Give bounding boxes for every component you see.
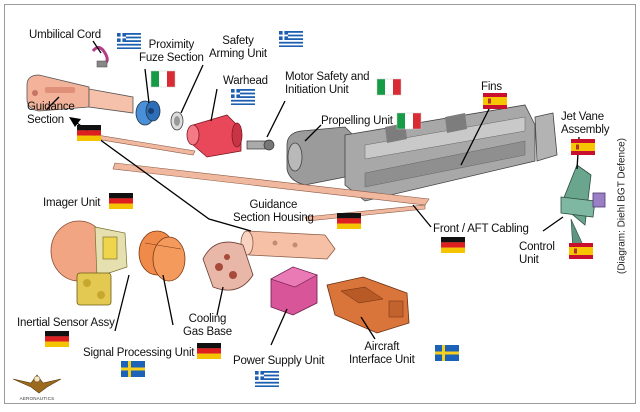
- flag-germany-signal: [197, 343, 221, 359]
- signal-processing-part: [138, 230, 186, 282]
- pointer-lines: [46, 40, 580, 346]
- fins-body-part: [344, 104, 558, 202]
- aircraft-interface-part: [326, 276, 410, 334]
- imager-part: [50, 220, 128, 282]
- label-cooling-gas: Cooling Gas Base: [183, 313, 232, 338]
- guidance-section-part: [26, 74, 134, 114]
- flag-italy-motor: [376, 78, 402, 96]
- label-imager-unit: Imager Unit: [43, 197, 101, 209]
- label-propelling-unit: Propelling Unit: [321, 115, 393, 127]
- eagle-logo-icon: [12, 374, 62, 394]
- flag-spain-control: [569, 243, 593, 259]
- label-cabling: Front / AFT Cabling: [433, 223, 529, 235]
- label-safety-arming: Safety Arming Unit: [209, 35, 267, 60]
- flag-greece-safety: [279, 31, 303, 47]
- label-fins: Fins: [481, 81, 502, 93]
- flag-germany-inertial: [45, 331, 69, 347]
- flag-germany-guidance: [77, 125, 101, 141]
- warhead-part: [186, 114, 243, 158]
- label-aircraft-interface: Aircraft Interface Unit: [349, 341, 415, 366]
- flag-greece-power: [255, 371, 279, 387]
- label-warhead: Warhead: [223, 75, 268, 87]
- label-proximity-fuze: Proximity Fuze Section: [139, 39, 204, 64]
- motor-safety-part: [246, 139, 275, 151]
- flag-sweden-signal: [121, 361, 145, 377]
- cooling-gas-part: [202, 241, 254, 291]
- flag-italy-propelling: [396, 112, 422, 130]
- cabling-part: [82, 132, 430, 222]
- inertial-sensor-part: [76, 272, 112, 306]
- jet-vane-part: [560, 164, 606, 252]
- flag-greece-warhead: [231, 89, 255, 105]
- propelling-unit-part: [286, 126, 356, 186]
- proximity-fuze-part: [135, 100, 161, 126]
- umbilical-cord-part: [91, 46, 109, 68]
- guidance-housing-part: [240, 230, 336, 260]
- label-umbilical-cord: Umbilical Cord: [29, 29, 101, 41]
- diagram-frame: Umbilical Cord Proximity Fuze Section Sa…: [4, 4, 636, 404]
- flag-spain-jetvane: [571, 139, 595, 155]
- site-logo: AERONAUTICS: [9, 371, 65, 401]
- flag-italy-proximity: [150, 70, 176, 88]
- housing-arrowhead: [69, 117, 81, 127]
- flag-greece-umbilical: [117, 33, 141, 49]
- safety-arming-part: [170, 111, 184, 131]
- label-power-supply: Power Supply Unit: [233, 355, 325, 367]
- label-signal-processing: Signal Processing Unit: [83, 347, 195, 359]
- flag-germany-imager: [109, 193, 133, 209]
- label-guidance-housing: Guidance Section Housing: [233, 199, 314, 224]
- label-jet-vane: Jet Vane Assembly: [561, 111, 610, 136]
- flag-spain-fins: [483, 93, 507, 109]
- label-control-unit: Control Unit: [519, 241, 555, 266]
- flag-germany-cabling: [441, 237, 465, 253]
- missile-exploded-diagram: [26, 31, 606, 387]
- label-motor-safety: Motor Safety and Initiation Unit: [285, 71, 370, 96]
- flag-germany-housing: [337, 213, 361, 229]
- housing-pointer: [76, 122, 252, 232]
- label-guidance-section: Guidance Section: [27, 101, 75, 126]
- flag-sweden-aircraft: [435, 345, 459, 361]
- image-credit: (Diagram: Diehl BGT Defence): [616, 138, 628, 274]
- label-inertial-sensor: Inertial Sensor Assy: [17, 317, 115, 329]
- power-supply-part: [270, 266, 318, 316]
